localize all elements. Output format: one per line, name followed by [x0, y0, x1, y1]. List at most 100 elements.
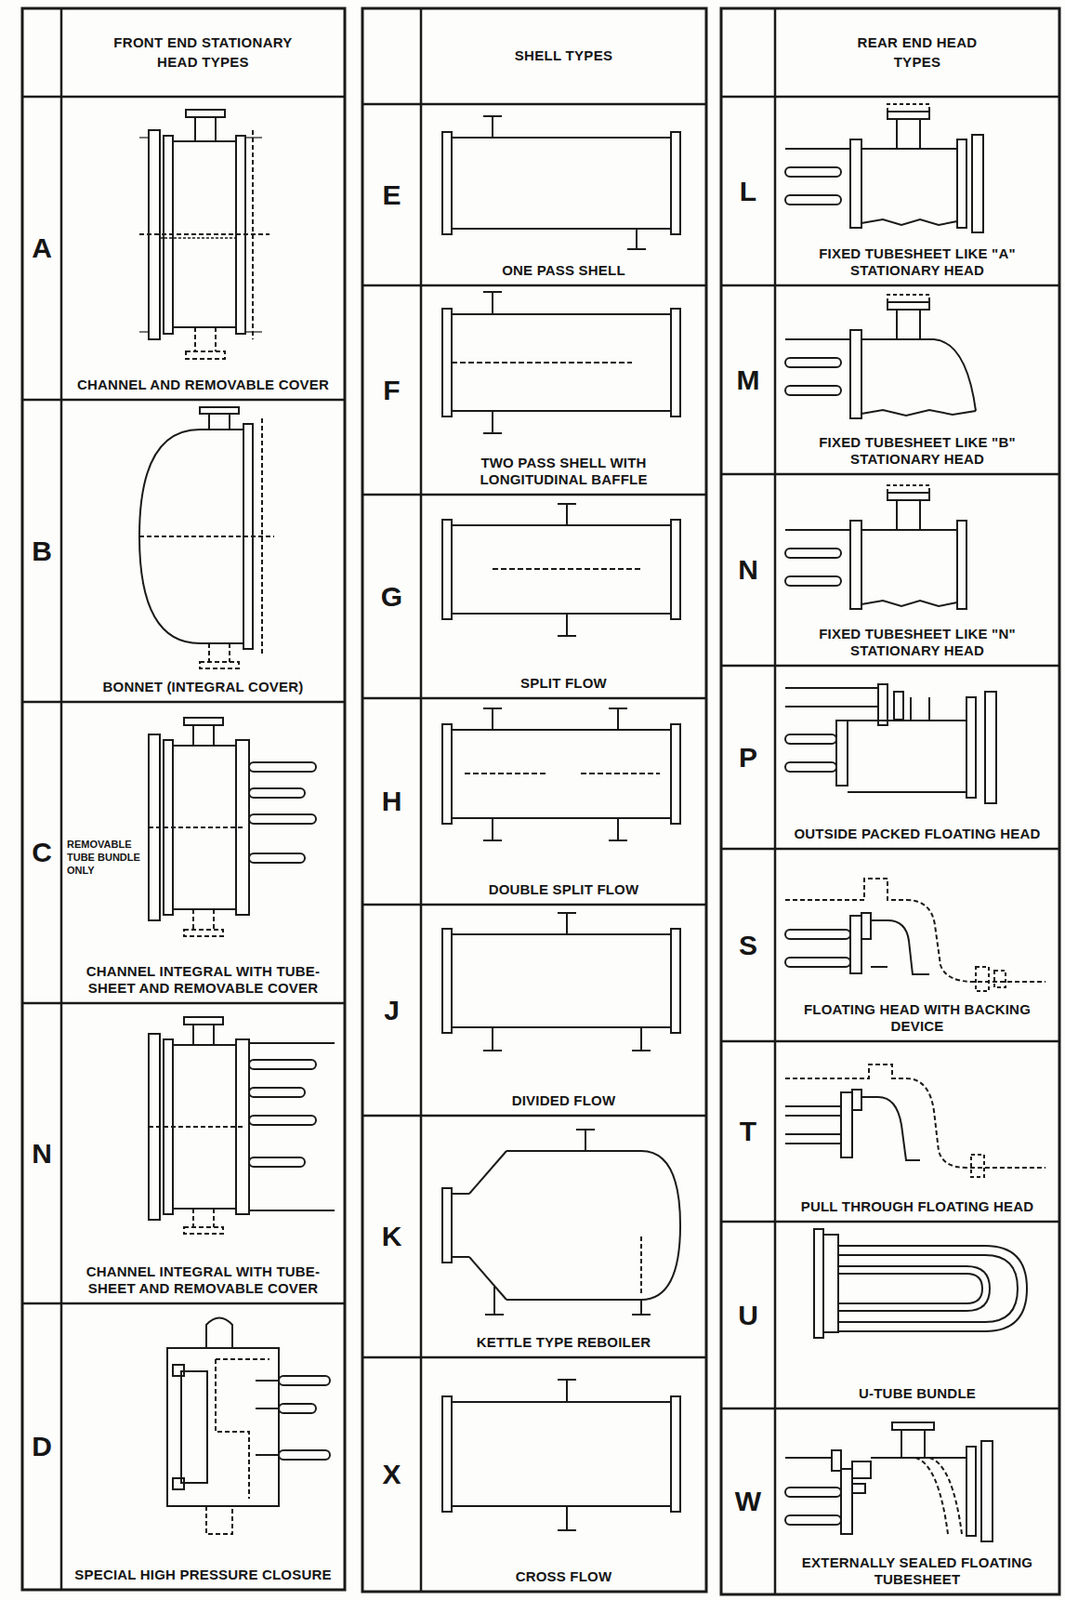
caption-text: TWO PASS SHELL WITH LONGITUDINAL BAFFLE [428, 454, 699, 488]
rear-head-drawings-part [785, 1456, 832, 1459]
rear-head-drawings-part [823, 1234, 839, 1332]
rear-head-drawings-part [957, 520, 967, 609]
rear-head-drawings-part [887, 104, 930, 112]
drawing-cell: BONNET (INTEGRAL COVER) [61, 399, 345, 702]
type-letter: N [737, 555, 759, 584]
front-head-drawings-part [192, 908, 195, 930]
shell-drawings-part [442, 519, 452, 619]
shell-drawings-part [640, 1299, 643, 1315]
type-letter-cell: C [22, 701, 62, 1003]
drawing-cell: DOUBLE SPLIT FLOW [420, 697, 707, 905]
rear-head-drawings-part [895, 499, 898, 530]
rear-head-drawings-part [785, 576, 842, 586]
rear-head-drawings-part [957, 139, 967, 228]
rear-head-drawings-part [966, 1446, 976, 1536]
rear-head-drawings-part [785, 548, 842, 558]
shell-drawings-part [557, 502, 577, 505]
rear-head-drawings-part [785, 147, 851, 150]
shell-drawings-part [608, 839, 628, 842]
table-grid [22, 8, 1060, 1594]
table-grid-part [721, 664, 1060, 668]
type-letter: T [739, 1117, 757, 1145]
header-text: REAR END HEAD TYPES [838, 33, 997, 72]
front-head-drawings-part [278, 1449, 330, 1460]
front-head-drawings-part [192, 724, 195, 746]
table-grid-part [721, 95, 1060, 99]
front-head-drawings-part [139, 233, 270, 236]
type-letter: M [736, 366, 761, 395]
shell-drawings-part [451, 1192, 470, 1195]
shell-drawings-part [451, 612, 671, 615]
shell-drawings-part [491, 708, 494, 730]
column-header: FRONT END STATIONARY HEAD TYPES [61, 8, 345, 97]
type-letter: S [738, 931, 758, 960]
table-grid-part [774, 8, 777, 1594]
drawing-cell: FIXED TUBESHEET LIKE "B" STATIONARY HEAD [775, 285, 1060, 474]
shell-drawings-part [483, 1049, 502, 1052]
type-letter-cell: T [721, 1040, 776, 1222]
type-letter-cell: K [362, 1115, 421, 1357]
rear-head-drawings-part [841, 1091, 853, 1158]
front-head-drawings-part [192, 1024, 195, 1045]
shell-drawings-part [670, 723, 681, 824]
front-head-drawings-part [148, 1125, 244, 1128]
type-letter-cell: S [721, 848, 776, 1041]
shell-drawings-part [451, 409, 671, 412]
type-letter: G [381, 582, 403, 611]
rear-head-drawings-part [850, 329, 862, 419]
front-head-drawings-part [172, 140, 237, 143]
front-head-drawings-part [199, 407, 239, 414]
front-head-drawings-part [139, 136, 149, 138]
caption-text: FIXED TUBESHEET LIKE "B" STATIONARY HEAD [782, 433, 1052, 468]
front-head-drawings-part [184, 717, 224, 725]
type-letter: L [739, 177, 757, 206]
front-head-drawings-part [215, 1358, 250, 1499]
table-grid-part [22, 1301, 345, 1305]
caption-text: DOUBLE SPLIT FLOW [488, 880, 640, 898]
shell-drawings [442, 116, 681, 1530]
front-head-drawings-part [172, 744, 237, 747]
front-head-drawings-part [167, 1347, 279, 1506]
rear-head-drawings-part [861, 219, 958, 225]
type-letter-cell: H [362, 697, 421, 905]
caption-text: KETTLE TYPE REBOILER [476, 1333, 651, 1351]
header-text: FRONT END STATIONARY HEAD TYPES [92, 33, 316, 72]
rear-head-drawings-part [814, 1228, 824, 1338]
front-head-drawings-part [172, 1477, 185, 1489]
rear-head-drawings-part [894, 691, 904, 720]
rear-head-drawings-part [972, 134, 984, 233]
table-grid-part [22, 1001, 345, 1005]
column-header: SHELL TYPES [420, 8, 707, 105]
rear-head-drawings-part [861, 147, 958, 150]
rear-head-drawings-part [870, 965, 888, 968]
rear-head-drawings [785, 104, 1046, 1541]
type-letter-cell: A [22, 96, 62, 400]
front-head-drawings-part [139, 535, 275, 538]
front-head-drawings-part [192, 1208, 195, 1227]
shell-drawings-part [442, 723, 452, 824]
front-head-drawings [139, 109, 335, 1534]
table-grid-part [362, 284, 707, 288]
shell-drawings-part [640, 1026, 643, 1051]
rear-head-drawings-part [861, 1096, 921, 1160]
caption-text: SPLIT FLOW [520, 674, 607, 692]
table-grid-part [362, 493, 707, 497]
shell-drawings-part [565, 613, 568, 636]
rear-head-drawings-part [785, 1132, 842, 1135]
table-grid-part [721, 473, 1060, 476]
caption-text: CROSS FLOW [515, 1567, 613, 1585]
shell-drawings-part [483, 839, 502, 842]
caption-text: EXTERNALLY SEALED FLOATING TUBESHEET [782, 1553, 1052, 1588]
rear-head-drawings-part [831, 1449, 842, 1471]
rear-head-drawings-part [887, 294, 930, 303]
type-letter: H [381, 787, 403, 816]
type-letter-cell: X [362, 1356, 421, 1591]
caption-text: FIXED TUBESHEET LIKE "N" STATIONARY HEAD [782, 625, 1052, 659]
shell-drawings-part [451, 1255, 470, 1258]
rear-head-drawings-part [971, 1154, 985, 1177]
rear-head-drawings-part [852, 1483, 866, 1493]
front-head-drawings-part [255, 1379, 279, 1381]
caption-text: DIVIDED FLOW [512, 1091, 617, 1109]
shell-drawings-part [483, 115, 502, 118]
